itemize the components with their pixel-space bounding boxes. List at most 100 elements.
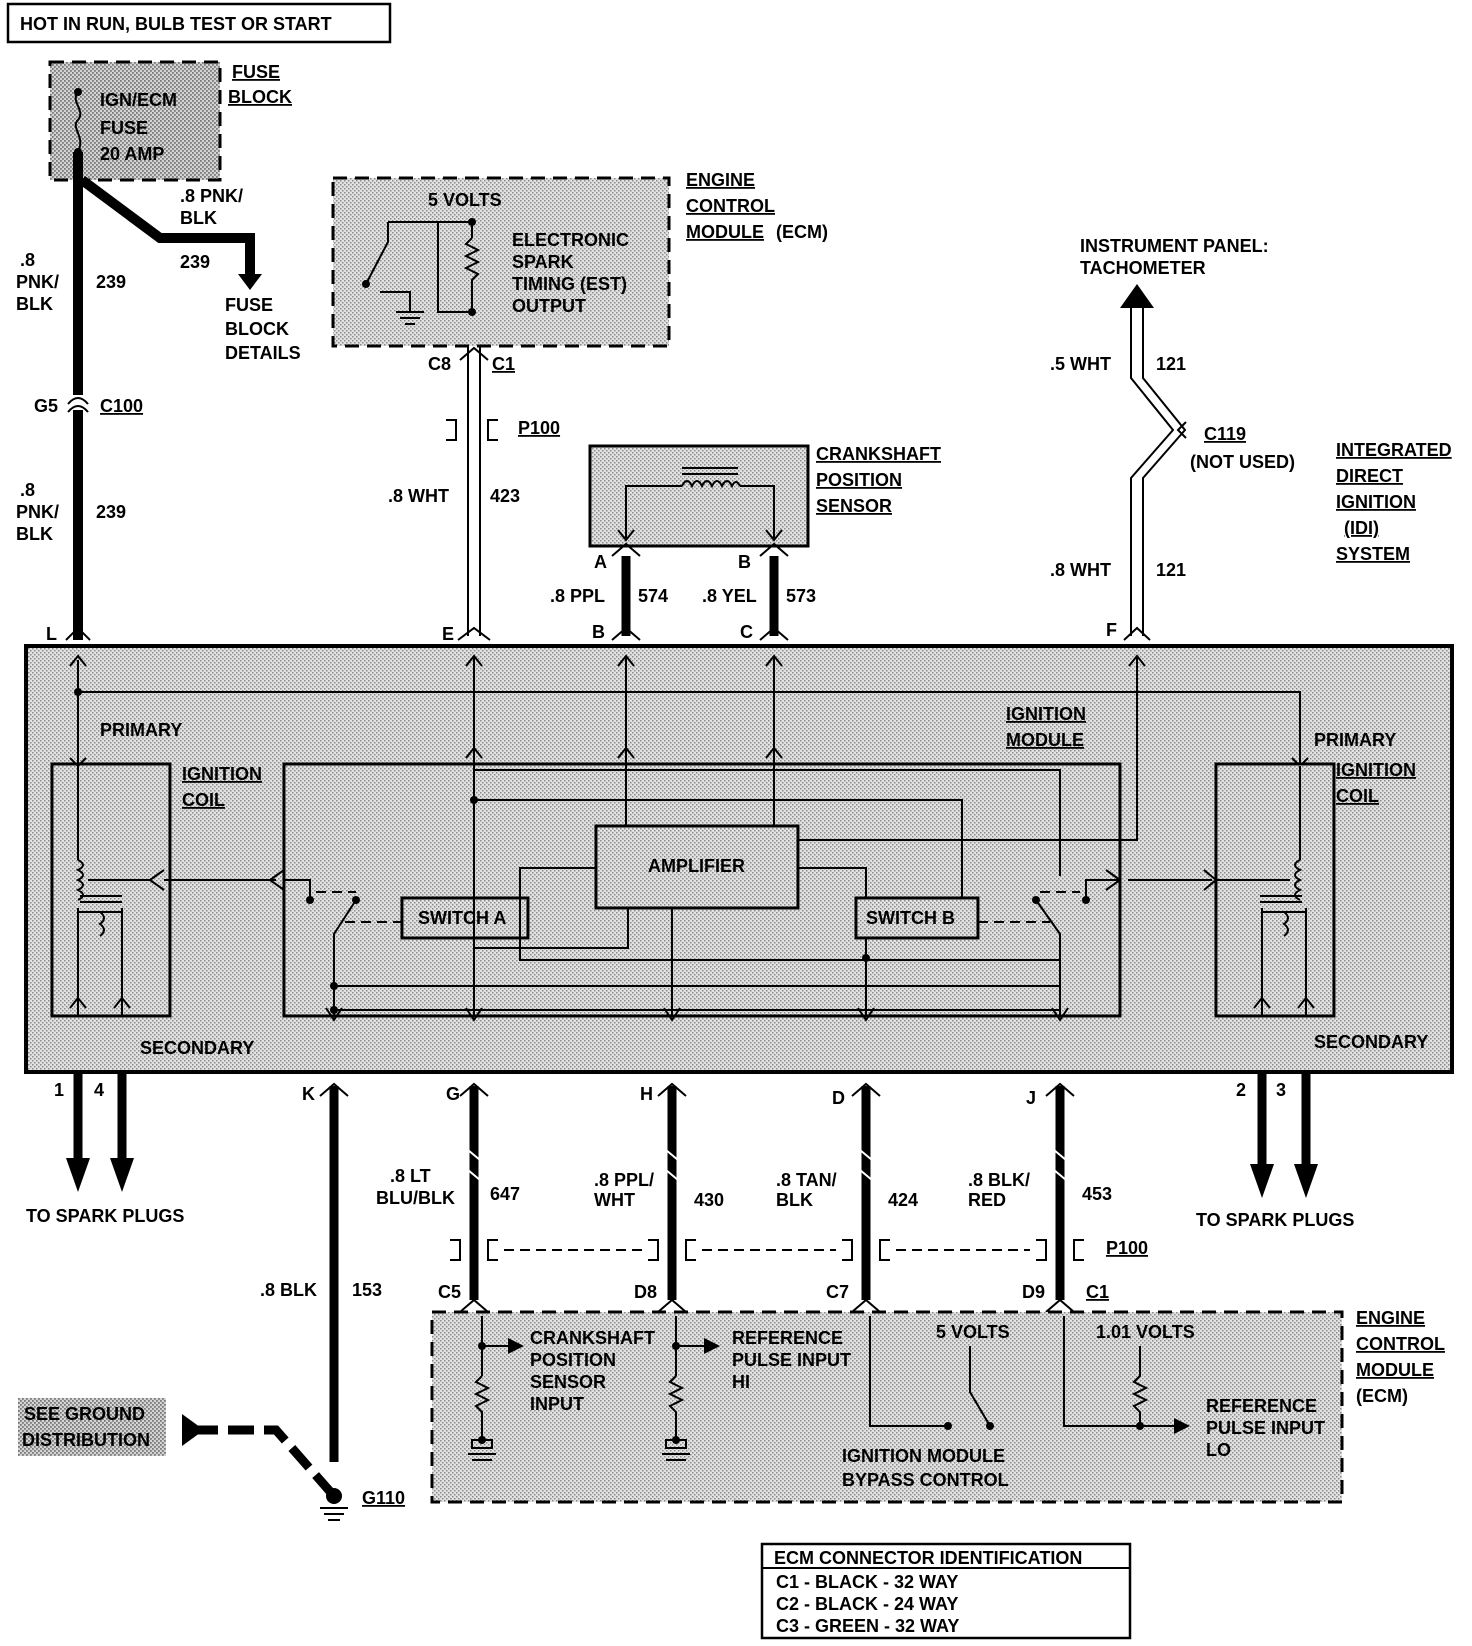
wire-153-number: 153 [352, 1280, 382, 1300]
wire-573-color: .8 YEL [702, 586, 757, 606]
crank-pin-b: B [738, 552, 751, 572]
est-label-4: OUTPUT [512, 296, 586, 316]
ecm-pin-d8: D8 [634, 1282, 657, 1302]
primary-right-label: PRIMARY [1314, 730, 1396, 750]
wire-453-color-2: RED [968, 1190, 1006, 1210]
wire-574-color: .8 PPL [550, 586, 605, 606]
connector-id-title: ECM CONNECTOR IDENTIFICATION [774, 1548, 1082, 1568]
wire-453-color: .8 BLK/ [968, 1170, 1030, 1190]
wire-424-color-2: BLK [776, 1190, 813, 1210]
wire-239b-color-2: PNK/ [16, 272, 59, 292]
crank-input-arrow-icon [508, 1338, 524, 1354]
fuse-details-label: FUSE [225, 295, 273, 315]
module-pin-1: 1 [54, 1080, 64, 1100]
ecm-bottom-box [430, 1310, 1344, 1504]
wire-121a-number: 121 [1156, 354, 1186, 374]
ecm-connector-id-table: ECM CONNECTOR IDENTIFICATION C1 - BLACK … [760, 1542, 1132, 1640]
fuse-details-label-3: DETAILS [225, 343, 301, 363]
sensor-coil-icon [681, 480, 741, 489]
fuse-block: FUSE BLOCK IGN/ECM FUSE 20 AMP [48, 60, 292, 182]
pin-g5: G5 [34, 396, 58, 416]
coil-left-label-2: COIL [182, 790, 225, 810]
left-coil-primary-icon [75, 859, 150, 901]
resistor-icon [463, 237, 481, 288]
crank-input-label-2: POSITION [530, 1350, 616, 1370]
idi-label-4: (IDI) [1344, 518, 1379, 538]
wire-430-color: .8 PPL/ [594, 1170, 654, 1190]
fuse-block-title: FUSE [232, 62, 280, 82]
fuse-details-arrow-icon [238, 274, 262, 290]
connector-p100-top: P100 [518, 418, 560, 438]
spark-left-arrow-icon [66, 1158, 134, 1192]
see-ground-label: SEE GROUND [24, 1404, 145, 1424]
crank-input-label-3: SENSOR [530, 1372, 606, 1392]
module-pin-d: D [832, 1088, 845, 1108]
ground-ref-arrow-icon [182, 1414, 204, 1446]
wire-424-color: .8 TAN/ [776, 1170, 837, 1190]
ref-lo-arrow-icon [1174, 1418, 1190, 1434]
wire-423-number: 423 [490, 486, 520, 506]
g110-ground-icon [320, 1507, 348, 1521]
see-ground-label-2: DISTRIBUTION [22, 1430, 150, 1450]
module-pin-2: 2 [1236, 1080, 1246, 1100]
ecm-bottom-title-2: CONTROL [1356, 1334, 1445, 1354]
ecm-conn-c1: C1 [492, 354, 515, 374]
spark-plugs-right-label: TO SPARK PLUGS [1196, 1210, 1354, 1230]
fuse-rating: 20 AMP [100, 144, 164, 164]
module-pin-4: 4 [94, 1080, 104, 1100]
secondary-left-label: SECONDARY [140, 1038, 254, 1058]
fuse-name: IGN/ECM [100, 90, 177, 110]
switch-a-label: SWITCH A [418, 908, 506, 928]
wire-573-number: 573 [786, 586, 816, 606]
ref-hi-arrow-icon [704, 1338, 720, 1354]
wire-574-573 [611, 542, 789, 636]
wire-647-color-2: BLU/BLK [376, 1188, 455, 1208]
wire-239c-color-2: PNK/ [16, 502, 59, 522]
wire-647-number: 647 [490, 1184, 520, 1204]
fuse-label: FUSE [100, 118, 148, 138]
wire-239b-color-3: BLK [16, 294, 53, 314]
idi-label-3: IGNITION [1336, 492, 1416, 512]
wire-239b-number: 239 [96, 272, 126, 292]
wire-239c-number: 239 [96, 502, 126, 522]
ecm-bottom-volts-101: 1.01 VOLTS [1096, 1322, 1195, 1342]
module-pin-f: F [1106, 620, 1117, 640]
crank-sensor-label: CRANKSHAFT [816, 444, 941, 464]
crank-sensor-label-2: POSITION [816, 470, 902, 490]
fuse-block-title-2: BLOCK [228, 87, 292, 107]
wire-647-color: .8 LT [390, 1166, 431, 1186]
ecm-top-title-3: MODULE [686, 222, 764, 242]
connector-c119: C119 [1204, 424, 1246, 444]
ref-lo-label-2: PULSE INPUT [1206, 1418, 1325, 1438]
power-source-text: HOT IN RUN, BULB TEST OR START [20, 14, 332, 34]
wire-423-color: .8 WHT [388, 486, 449, 506]
ecm-top-title-4: (ECM) [776, 222, 828, 242]
wire-121 [1120, 284, 1187, 636]
est-label: ELECTRONIC [512, 230, 629, 250]
ground-distribution [18, 1398, 348, 1521]
module-pin-e: E [442, 624, 454, 644]
ref-lo-label: REFERENCE [1206, 1396, 1317, 1416]
est-label-2: SPARK [512, 252, 574, 272]
wire-121b-color: .8 WHT [1050, 560, 1111, 580]
wire-239-color: .8 PNK/ [180, 186, 243, 206]
ecm-pin-d9: D9 [1022, 1282, 1045, 1302]
right-coil-primary-icon [1216, 859, 1303, 901]
module-pin-j: J [1026, 1088, 1036, 1108]
wire-430-color-2: WHT [594, 1190, 635, 1210]
c119-note: (NOT USED) [1190, 452, 1295, 472]
crank-input-label-4: INPUT [530, 1394, 584, 1414]
tachometer-arrow-icon [1120, 284, 1154, 308]
wire-239b-color: .8 [20, 250, 35, 270]
ref-hi-label-3: HI [732, 1372, 750, 1392]
ecm-bottom-title: ENGINE [1356, 1308, 1425, 1328]
fuse-details-label-2: BLOCK [225, 319, 289, 339]
module-pin-c: C [740, 622, 753, 642]
ecm-pin-c8: C8 [428, 354, 451, 374]
secondary-right-label: SECONDARY [1314, 1032, 1428, 1052]
module-pin-l: L [46, 624, 57, 644]
ground-icon [396, 311, 424, 325]
c100-connector-icon [67, 397, 89, 413]
idi-system-box [24, 626, 1454, 1074]
ignition-module-label: IGNITION [1006, 704, 1086, 724]
